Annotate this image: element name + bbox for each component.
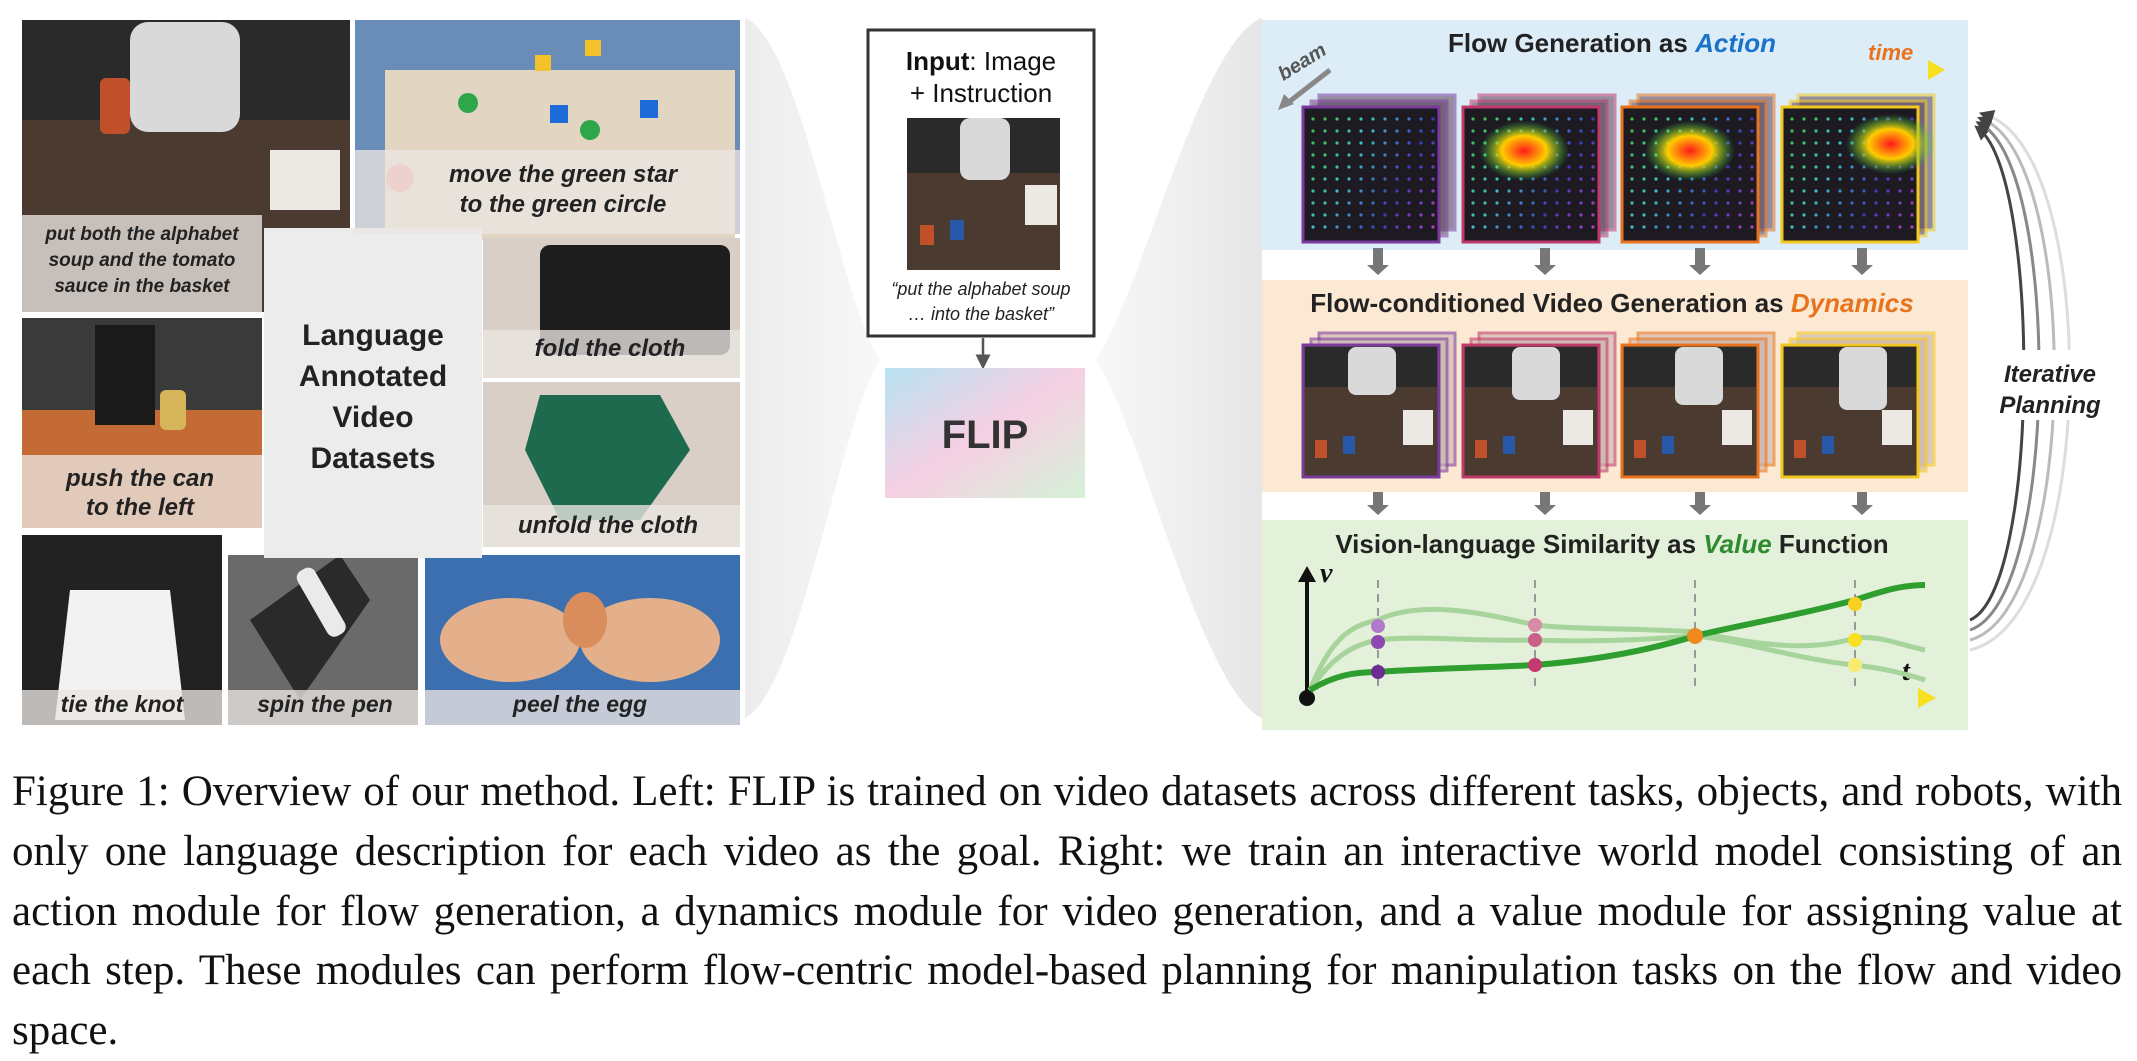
time-label: time (1868, 40, 1913, 65)
beam-arrow-head (1278, 94, 1294, 110)
tile-caption-line: move the green star (449, 161, 679, 188)
tile-caption-line: soup and the tomato (49, 250, 236, 271)
caption-band (228, 690, 418, 725)
flow-frame-stack-4 (1780, 93, 1936, 244)
tile-caption-line: unfold the cloth (518, 512, 698, 539)
tile-caption-line: sauce in the basket (54, 276, 230, 297)
dynamics-frame-stack-3 (1620, 331, 1776, 479)
flow-heat (1845, 114, 1936, 174)
value-panel-title: Vision-language Similarity as Value Func… (1335, 529, 1888, 559)
right-funnel (1095, 18, 1262, 718)
caption-band (22, 690, 222, 725)
time-arrow-head (1928, 60, 1945, 80)
caption-band (355, 150, 740, 234)
down-arrow (1689, 248, 1711, 275)
value-marker-3 (1687, 628, 1703, 644)
down-arrow (1851, 492, 1873, 515)
value-marker-2c (1528, 658, 1542, 672)
value-marker-1a (1371, 619, 1385, 633)
tile-caption-line: tie the knot (61, 691, 185, 717)
value-marker-2a (1528, 618, 1542, 632)
dynamics-frame-stack-2 (1461, 331, 1617, 479)
tile-green-star: move the green star to the green circle (355, 150, 740, 234)
robot-arm (1348, 347, 1396, 395)
input-label-bold: Input (906, 46, 970, 76)
robot-arm (1675, 347, 1723, 405)
time-axis-head (1918, 688, 1936, 708)
center-label-box (264, 228, 482, 558)
flow-panel-title: Flow Generation as Action (1448, 28, 1776, 58)
tile-fold-cloth: fold the cloth (483, 330, 740, 378)
input-label-rest: : Image (969, 46, 1056, 76)
dynamics-frame-stack-4 (1780, 331, 1936, 479)
iterative-label-line-2: Planning (1999, 392, 2101, 419)
value-axis-head (1298, 566, 1316, 582)
robot-arm (1839, 347, 1887, 410)
down-arrow (1534, 248, 1556, 275)
flow-frame (1301, 105, 1441, 244)
dynamics-frame-stack-1 (1301, 331, 1457, 479)
tile-caption-line: push the can (65, 465, 214, 492)
datasets-title-line: Datasets (310, 442, 435, 475)
flow-frame-stack-2 (1461, 93, 1617, 244)
flow-heat (1645, 120, 1735, 181)
datasets-title-line: Language (302, 319, 444, 352)
datasets-title-line: Annotated (299, 360, 447, 393)
tile-alphabet-soup: put both the alphabet soup and the tomato… (22, 215, 262, 312)
caption-band (425, 690, 740, 725)
flow-heat (1479, 120, 1570, 181)
flip-box (885, 368, 1085, 498)
robot-arm (1512, 347, 1560, 400)
down-arrow (1367, 248, 1389, 275)
datasets-title-line: Video (332, 401, 413, 434)
tile-caption-line: to the left (86, 494, 195, 521)
down-arrow (1367, 492, 1389, 515)
instruction-line-1: “put the alphabet soup (891, 279, 1070, 299)
instruction-line-2: … into the basket” (908, 304, 1055, 324)
down-arrow (1689, 492, 1711, 515)
beam-arrow (1283, 68, 1332, 107)
tile-tie-knot: tie the knot (22, 690, 222, 725)
caption-band (22, 215, 262, 312)
caption-band (483, 330, 740, 378)
left-funnel (745, 18, 880, 718)
input-image (907, 118, 1060, 270)
flip-label: FLIP (942, 413, 1029, 457)
caption-band (22, 455, 262, 528)
iterative-label-line-1: Iterative (2004, 361, 2096, 388)
caption-band (483, 505, 740, 547)
flow-frame-stack-1 (1301, 93, 1457, 244)
tile-caption-line: spin the pen (257, 691, 392, 717)
input-label-line2: + Instruction (910, 78, 1052, 108)
tile-spin-pen: spin the pen (228, 690, 418, 725)
tile-caption-line: put both the alphabet (44, 224, 239, 245)
value-plot: v t (1298, 558, 1936, 708)
value-marker-2b (1528, 633, 1542, 647)
tile-caption-line: fold the cloth (535, 335, 686, 362)
tile-peel-egg: peel the egg (425, 690, 740, 725)
value-marker-1c (1371, 665, 1385, 679)
svg-text:Input: Image: Input: Image (906, 46, 1056, 76)
origin-dot (1299, 690, 1315, 706)
flow-frame-stack-3 (1620, 93, 1776, 244)
down-arrow (1851, 248, 1873, 275)
iterative-planning-arrows (1969, 110, 2115, 652)
value-marker-4b (1848, 633, 1862, 647)
value-marker-4c (1848, 658, 1862, 672)
tile-unfold-cloth: unfold the cloth (483, 505, 740, 547)
tile-caption-line: to the green circle (460, 191, 667, 218)
value-marker-4a (1848, 597, 1862, 611)
dynamics-panel-title: Flow-conditioned Video Generation as Dyn… (1310, 288, 1913, 318)
value-marker-1b (1371, 635, 1385, 649)
input-box: Input: Image + Instruction “put the alph… (866, 28, 1096, 338)
t-axis-label: t (1902, 656, 1911, 687)
v-axis-label: v (1320, 558, 1333, 589)
down-arrow (1534, 492, 1556, 515)
tile-caption-line: peel the egg (512, 691, 647, 717)
figure-caption: Figure 1: Overview of our method. Left: … (12, 768, 2122, 1055)
